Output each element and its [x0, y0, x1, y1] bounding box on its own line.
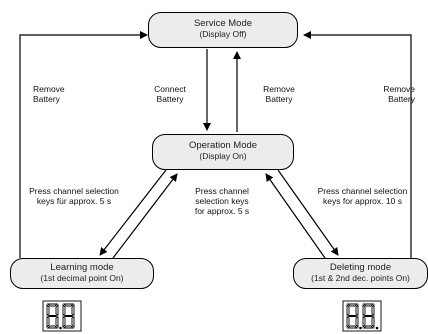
label-connect-battery: Connect Battery [154, 84, 186, 104]
edge-operation-to-deleting [277, 169, 339, 256]
learning-mode-subtitle: (1st decimal point On) [40, 273, 124, 283]
service-mode-title: Service Mode [193, 18, 253, 29]
service-mode-node: Service Mode (Display Off) [148, 12, 298, 48]
edge-learning-to-operation [112, 173, 178, 259]
deleting-mode-subtitle: (1st & 2nd dec. points On) [311, 273, 410, 283]
edge-learning-to-service [19, 31, 148, 258]
edge-deleting-to-service [303, 31, 412, 258]
edge-operation-to-learning [99, 169, 167, 256]
label-middle-keys: Press channel selection keys for approx.… [194, 186, 250, 216]
learning-mode-node: Learning mode (1st decimal point On) [10, 258, 154, 289]
edge-deleting-to-operation [265, 173, 326, 259]
service-mode-subtitle: (Display Off) [199, 29, 247, 39]
operation-mode-node: Operation Mode (Display On) [152, 134, 294, 170]
deleting-display-icon [342, 300, 382, 332]
label-remove-battery-right: Remove Battery [383, 84, 415, 104]
operation-mode-title: Operation Mode [188, 140, 258, 151]
label-deleting-keys: Press channel selection keys for approx.… [317, 186, 408, 206]
label-remove-battery-middle: Remove Battery [263, 84, 295, 104]
learning-display-icon [42, 300, 82, 332]
operation-mode-subtitle: (Display On) [199, 151, 247, 161]
deleting-mode-node: Deleting mode (1st & 2nd dec. points On) [293, 258, 428, 289]
label-learning-keys: Press channel selection keys für approx.… [29, 186, 119, 206]
learning-mode-title: Learning mode [50, 262, 114, 273]
label-remove-battery-left: Remove Battery [33, 84, 65, 104]
deleting-mode-title: Deleting mode [329, 262, 392, 273]
